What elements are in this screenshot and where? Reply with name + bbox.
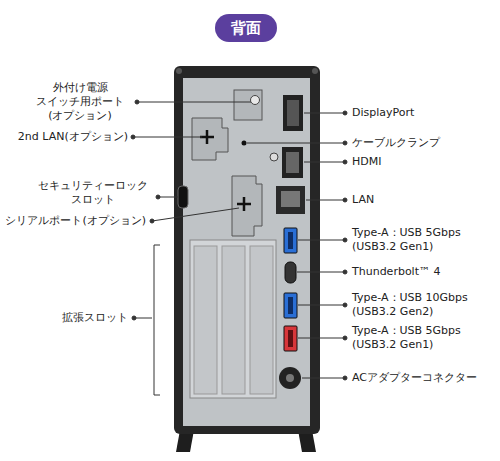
switch-port-knockout [234,90,262,120]
bracket [154,245,160,395]
leader-line [306,200,345,201]
leader-dot [150,219,154,223]
usb-inner [288,297,293,314]
leader-line [134,318,152,319]
callout-label: HDMI [352,155,492,169]
housing [174,66,320,434]
leader-dot [343,238,347,242]
callout-label: DisplayPort [352,106,492,120]
callout-label: ケーブルクランプ [352,136,492,150]
leader-dot [343,270,347,274]
leader-line [137,102,251,103]
hdmi-inner [286,152,299,173]
usb-port [284,228,297,253]
page-title: 背面 [215,14,277,42]
callout-label: セキュリティーロック スロット [34,179,152,207]
usb-c-port [285,262,296,283]
usb-inner [288,330,293,347]
leader-line [302,378,345,379]
leader-lines [131,100,347,380]
switch-port [251,96,260,105]
leader-line [304,113,345,114]
leader-line [247,143,345,144]
cable-clamp [242,141,247,146]
hdmi [282,147,303,178]
leader-line [304,162,345,163]
leader-dot [343,141,347,145]
callout-label: 外付け電源 スイッチ用ポート (オプション) [28,81,132,123]
slot-plate [250,246,273,394]
leader-line [152,208,239,221]
callout-label: 2nd LAN(オプション) [4,130,128,144]
callout-label: Type-A：USB 5Gbps (USB3.2 Gen1) [352,226,492,254]
plus-mark [237,197,251,211]
leader-line [298,240,345,241]
leader-line [297,272,345,273]
rear-panel [183,78,310,426]
leader-dot [343,336,347,340]
usb-port [284,293,297,318]
lan-port [276,186,305,214]
lan-knockout [192,118,228,160]
usb-port [284,326,297,351]
callout-label: Type-A：USB 5Gbps (USB3.2 Gen1) [352,324,492,352]
screw [176,68,182,74]
leader-dot [131,135,135,139]
leader-dot [156,195,160,199]
callout-label: 拡張スロット [28,311,128,325]
ac-connector-pin [286,374,294,382]
leader-dot [132,316,136,320]
screw [270,153,278,161]
leader-dot [343,303,347,307]
displayport [283,95,303,131]
leader-dot [343,376,347,380]
slot-plate [222,246,245,394]
leader-dot [135,100,139,104]
callout-label: ACアダプターコネクター [352,371,492,385]
expansion-area [190,240,276,398]
leader-line [298,305,345,306]
lan-inner [281,191,300,207]
leader-line [133,137,202,138]
displayport-inner [287,100,299,126]
slot-plate [194,246,217,394]
leader-line [298,338,345,339]
usb-inner [288,232,293,249]
callout-label: Type-A：USB 10Gbps (USB3.2 Gen2) [352,291,492,319]
leader-dot [343,111,347,115]
ac-connector [279,367,301,389]
leader-dot [343,160,347,164]
screw [312,68,318,74]
callout-label: Thunderbolt™ 4 [352,265,492,279]
plus-mark [200,130,214,144]
leader-line [158,197,178,198]
security-slot [178,186,188,208]
leader-dot [343,198,347,202]
callout-label: シリアルポート(オプション) [4,214,146,228]
serial-knockout [232,176,262,236]
callout-label: LAN [352,193,492,207]
